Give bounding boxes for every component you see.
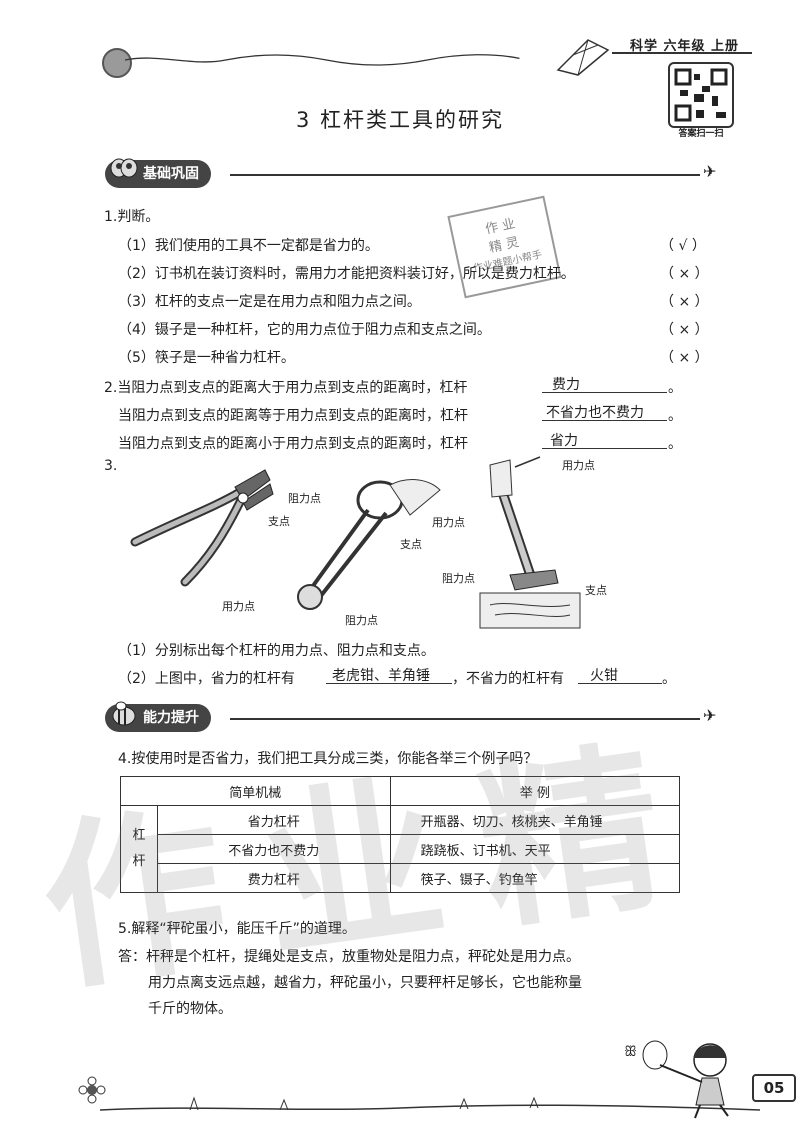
table-examples-cell: 筷子、镊子、钓鱼竿 — [389, 863, 681, 893]
q2-line-3: 当阻力点到支点的距离小于用力点到支点的距离时，杠杆 — [118, 436, 468, 452]
header-wavy-line — [125, 54, 520, 66]
q2-answer-2: 不省力也不费力 — [546, 405, 644, 421]
q4-label: 4.按使用时是否省力，我们把工具分成三类，你能各举三个例子吗？ — [118, 751, 538, 767]
table-row: 杠 杆 省力杠杆 开瓶器、切刀、核桃夹、羊角锤 — [120, 805, 681, 893]
table-row: 不省力也不费力 跷跷板、订书机、天平 — [121, 834, 681, 864]
tongs-effort-label: 用力点 — [432, 516, 465, 529]
section-advanced-line — [230, 718, 700, 720]
bee-icon — [112, 701, 136, 726]
qr-code-icon[interactable] — [668, 62, 734, 128]
q1-item-4: （4）镊子是一种杠杆，它的用力点位于阻力点和支点之间。 — [118, 322, 491, 338]
hammer-fulcrum-label: 支点 — [585, 584, 607, 597]
q1-mark-2: （ × ） — [660, 266, 709, 282]
q3-sub2-answer-1: 老虎钳、羊角锤 — [332, 668, 430, 684]
section-basic-header: 基础巩固 ✈ — [105, 158, 725, 190]
pliers-fulcrum-label: 支点 — [268, 515, 290, 528]
pliers-illustration — [130, 469, 274, 587]
q3-sub2-answer-2: 火钳 — [590, 668, 618, 684]
q1-label: 1.判断。 — [104, 209, 160, 225]
tongs-illustration — [297, 479, 441, 610]
q2-answer-blank-2: 不省力也不费力 — [542, 402, 667, 421]
q2-end-1: 。 — [668, 380, 682, 396]
q3-sub1: （1）分别标出每个杠杆的用力点、阻力点和支点。 — [118, 643, 435, 659]
q5-answer-line-1: 答：杆秤是个杠杆，提绳处是支点，放重物处是阻力点，秤砣处是用力点。 — [118, 949, 580, 965]
q1-item-3: （3）杠杆的支点一定是在用力点和阻力点之间。 — [118, 294, 421, 310]
q1-item-1: （1）我们使用的工具不一定都是省力的。 — [118, 238, 379, 254]
q3-sub2-end: 。 — [662, 671, 676, 687]
grade-label: 科学 六年级 上册 — [630, 39, 740, 54]
tongs-resist-label: 阻力点 — [345, 614, 378, 627]
table-row: 费力杠杆 筷子、镊子、钓鱼竿 — [121, 863, 681, 893]
grade-underline — [612, 52, 752, 54]
q2-answer-3: 省力 — [550, 433, 578, 449]
q5-label: 5.解释“秤砣虽小，能压千斤”的道理。 — [118, 921, 356, 937]
page-title: 3 杠杆类工具的研究 — [295, 108, 505, 132]
table-examples-cell: 跷跷板、订书机、天平 — [389, 834, 681, 864]
section-advanced-header: 能力提升 ✈ — [105, 701, 725, 734]
q5-answer-line-2: 用力点离支远点越，越省力，秤砣虽小，只要秤杆足够长，它也能称量 — [148, 975, 582, 991]
section-advanced-title: 能力提升 — [143, 710, 199, 726]
q1-item-2: （2）订书机在装订资料时，需用力才能把资料装订好，所以是费力杠杆。 — [118, 266, 575, 282]
q1-mark-3: （ × ） — [660, 294, 709, 310]
q2-end-3: 。 — [668, 436, 682, 452]
q3-sub2-blank-2: 火钳 — [578, 665, 662, 684]
table-group-lever: 杠 杆 — [120, 805, 158, 893]
q3-sub2-middle: ，不省力的杠杆有 — [452, 671, 564, 687]
plane-icon: ✈ — [703, 706, 717, 725]
q2-answer-1: 费力 — [552, 377, 580, 393]
pliers-effort-label: 用力点 — [222, 600, 255, 613]
table-header-row: 简单机械 举 例 — [120, 776, 681, 806]
q1-item-5: （5）筷子是一种省力杠杆。 — [118, 350, 295, 366]
butterfly-small-icon: ꕥ — [624, 1044, 637, 1060]
q1-mark-4: （ × ） — [660, 322, 709, 338]
tongs-fulcrum-label: 支点 — [400, 538, 422, 551]
flower-icon — [78, 1076, 106, 1104]
q3-label: 3. — [104, 458, 118, 474]
table-header-machine: 简单机械 — [120, 776, 391, 806]
hammer-resist-label: 阻力点 — [442, 572, 475, 585]
pliers-resist-label: 阻力点 — [288, 492, 321, 505]
hammer-illustration — [479, 456, 581, 629]
q2-line-1: 2.当阻力点到支点的距离大于用力点到支点的距离时，杠杆 — [104, 380, 468, 396]
qr-caption: 答案扫一扫 — [678, 129, 724, 139]
ground-line — [100, 1096, 760, 1111]
q3-sub2-blank-1: 老虎钳、羊角锤 — [326, 665, 452, 684]
q1-mark-1: （ √ ） — [660, 238, 706, 254]
q2-end-2: 。 — [668, 408, 682, 424]
section-basic-title: 基础巩固 — [143, 166, 199, 182]
q1-mark-5: （ × ） — [660, 350, 709, 366]
q5-answer-line-3: 千斤的物体。 — [148, 1001, 232, 1017]
girl-with-net-illustration — [642, 1040, 729, 1119]
page-number: 05 — [752, 1074, 796, 1102]
levers-table: 简单机械 举 例 杠 杆 省力杠杆 开瓶器、切刀、核桃夹、羊角锤 不省力也不费力… — [120, 776, 681, 893]
kite-icon — [556, 39, 610, 76]
butterfly-icon — [110, 158, 138, 178]
q2-answer-blank-1: 费力 — [542, 374, 667, 393]
q2-line-2: 当阻力点到支点的距离等于用力点到支点的距离时，杠杆 — [118, 408, 468, 424]
header-dot — [102, 48, 132, 78]
section-basic-line — [230, 174, 700, 176]
hammer-effort-label: 用力点 — [562, 459, 595, 472]
table-examples-cell: 开瓶器、切刀、核桃夹、羊角锤 — [389, 805, 681, 835]
plane-icon: ✈ — [703, 162, 717, 181]
q3-sub2-prefix: （2）上图中，省力的杠杆有 — [118, 671, 295, 687]
q2-answer-blank-3: 省力 — [542, 430, 667, 449]
